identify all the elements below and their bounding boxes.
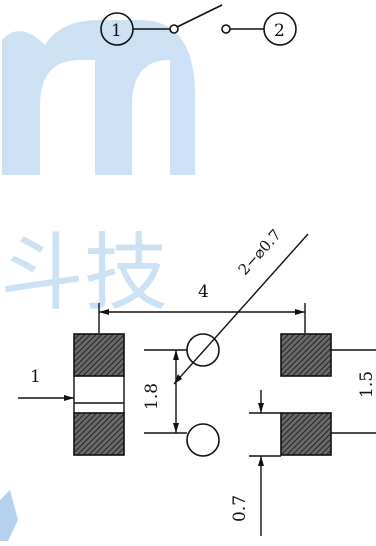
switch-schematic bbox=[100, 4, 297, 46]
dim-pitch-y-label: 1.8 bbox=[142, 383, 162, 410]
dim-height-right-label: 1.5 bbox=[357, 371, 376, 398]
pad-top-right bbox=[280, 333, 332, 377]
watermark-text: 斗技 bbox=[0, 224, 168, 322]
switch-lever bbox=[176, 4, 223, 28]
pads bbox=[73, 333, 332, 456]
dimension-lines bbox=[18, 233, 376, 536]
watermark-logo: 斗技 bbox=[0, 20, 195, 541]
hole-bottom bbox=[186, 423, 220, 457]
dim-pad-height-label: 0.7 bbox=[230, 495, 250, 522]
arrowheads bbox=[64, 309, 305, 466]
pad-bottom-right bbox=[280, 412, 332, 456]
pad-bottom-left bbox=[73, 412, 125, 456]
pin-1-label: 1 bbox=[111, 21, 122, 41]
dim-hole-spec-label: 2−⌀0.7 bbox=[235, 226, 285, 279]
dim-pitch-x-label: 4 bbox=[198, 282, 209, 302]
pin-2-label: 2 bbox=[274, 21, 285, 41]
dim-pad-width-label: 1 bbox=[30, 367, 41, 387]
pad-top-left bbox=[73, 333, 125, 377]
pin-2-circle bbox=[263, 12, 297, 46]
